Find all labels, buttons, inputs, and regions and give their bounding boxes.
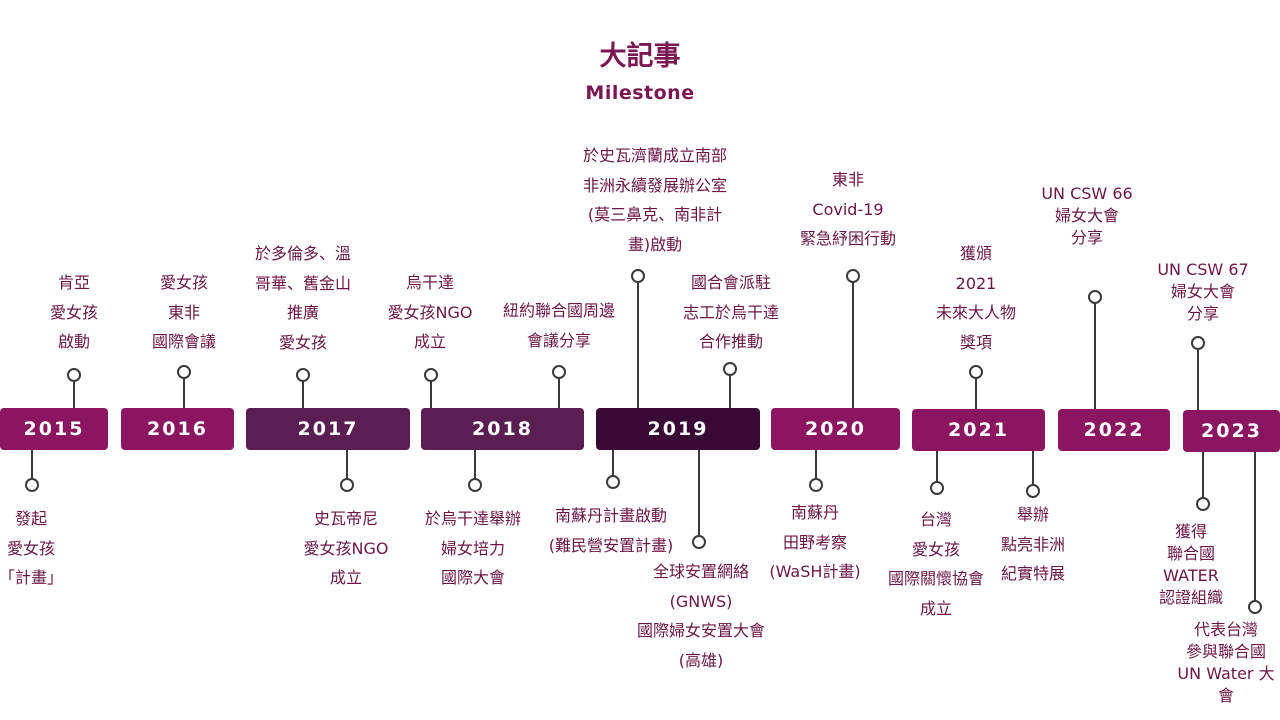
event-2020-covid-relief: 東非 Covid-19 緊急紓困行動 [799,170,897,248]
event-2021-taiwan-association: 台灣 愛女孩 國際關懷協會 成立 [887,510,985,618]
connector-2015-top [73,380,75,408]
event-2018-empowerment-conference: 於烏干達舉辦 婦女培力 國際大會 [424,509,522,587]
milestone-dot [969,365,983,379]
year-label: 2023 [1201,420,1262,442]
connector-2020-top [852,281,854,408]
milestone-dot [631,269,645,283]
event-2018-uganda-ngo: 烏干達 愛女孩NGO 成立 [387,273,473,351]
connector-2021-bottom1 [936,450,938,482]
milestone-dot [1196,497,1210,511]
year-bar-2023: 2023 [1183,410,1280,452]
connector-2023-bottom1 [1202,451,1204,498]
milestone-dot [606,475,620,489]
milestone-dot [67,368,81,382]
connector-2018-top2 [558,377,560,408]
connector-2019-top1 [637,281,639,408]
milestone-dot [723,362,737,376]
connector-2016-top [183,377,185,408]
year-bar-2018: 2018 [421,408,584,450]
year-bar-2017: 2017 [246,408,410,450]
year-bar-2015: 2015 [0,408,108,450]
year-bar-2021: 2021 [912,409,1045,451]
page-title: 大記事 [599,41,681,72]
connector-2017-bottom [346,449,348,482]
event-2023-csw67: UN CSW 67 婦女大會 分享 [1157,260,1249,323]
year-label: 2015 [23,418,85,440]
connector-2019-bottom1 [612,449,614,479]
milestone-dot [1191,336,1205,350]
milestone-dot [692,535,706,549]
year-label: 2017 [297,418,359,440]
year-label: 2016 [147,418,208,440]
connector-2018-top1 [430,380,432,408]
connector-2022-top [1094,302,1096,409]
milestone-dot [296,368,310,382]
connector-2021-top [975,377,977,409]
connector-2023-bottom2 [1254,451,1256,601]
event-2019-southern-africa-office: 於史瓦濟蘭成立南部 非洲永續發展辦公室 (莫三鼻克、南非計 畫)啟動 [582,146,728,254]
year-bar-2019: 2019 [596,408,760,450]
page-subtitle: Milestone [585,82,695,104]
milestone-dot [468,478,482,492]
connector-2018-bottom [474,449,476,482]
year-bar-2022: 2022 [1058,409,1170,451]
event-2023-un-water-conference: 代表台灣 參與聯合國 UN Water 大 會 [1177,620,1275,705]
milestone-dot [846,269,860,283]
event-2017-eswatini-ngo: 史瓦帝尼 愛女孩NGO 成立 [303,509,389,587]
year-bar-2020: 2020 [771,408,900,450]
event-2015-initiative: 發起 愛女孩 「計畫」 [0,509,64,587]
event-2021-award: 獲頒 2021 未來大人物 獎項 [935,244,1017,352]
milestone-dot [424,368,438,382]
connector-2020-bottom [815,449,817,482]
event-2020-field-study: 南蘇丹 田野考察 (WaSH計畫) [769,503,861,581]
milestone-dot [930,481,944,495]
milestone-dot [1026,484,1040,498]
milestone-dot [25,478,39,492]
milestone-dot [177,365,191,379]
year-label: 2018 [472,418,533,440]
connector-2019-top2 [729,374,731,408]
connector-2015-bottom [31,449,33,482]
milestone-dot [552,365,566,379]
year-label: 2019 [647,418,709,440]
year-label: 2020 [805,418,866,440]
milestone-dot [1248,600,1262,614]
event-2022-csw66: UN CSW 66 婦女大會 分享 [1041,184,1133,247]
event-2018-un-side-event: 紐約聯合國周邊 會議分享 [502,301,616,350]
event-2019-icdf-volunteers: 國合會派駐 志工於烏干達 合作推動 [682,273,780,351]
connector-2021-bottom2 [1032,450,1034,485]
year-label: 2021 [948,419,1009,441]
year-label: 2022 [1083,419,1145,441]
connector-2023-top [1197,348,1199,410]
event-2019-gnws-conference: 全球安置網絡 (GNWS) 國際婦女安置大會 (高雄) [636,562,766,670]
event-2023-water-certification: 獲得 聯合國 WATER 認證組織 [1158,522,1224,607]
event-2019-south-sudan-launch: 南蘇丹計畫啟動 (難民營安置計畫) [548,506,674,555]
year-bar-2016: 2016 [121,408,234,450]
event-2016-conference: 愛女孩 東非 國際會議 [151,273,217,351]
milestone-dot [809,478,823,492]
event-2015-kenya-launch: 肯亞 愛女孩 啟動 [49,273,99,351]
event-2017-promotion: 於多倫多、溫 哥華、舊金山 推廣 愛女孩 [254,244,352,352]
connector-2019-bottom2 [698,449,700,537]
milestone-dot [340,478,354,492]
connector-2017-top [302,380,304,408]
milestone-dot [1088,290,1102,304]
event-2021-exhibition: 舉辦 點亮非洲 紀實特展 [1000,505,1066,583]
